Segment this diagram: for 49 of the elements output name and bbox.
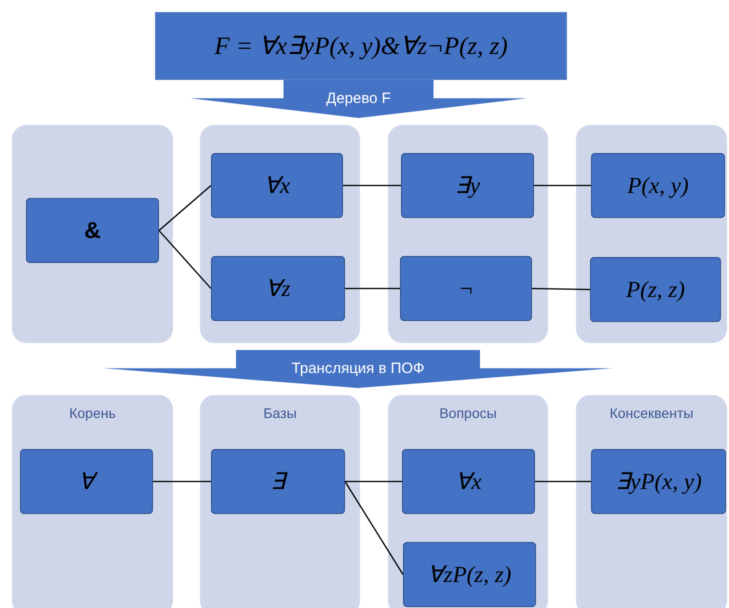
node-label: ∀x	[455, 468, 482, 495]
connector-line	[158, 185, 212, 231]
connector-line	[534, 184, 591, 186]
node-box	[400, 256, 532, 321]
banner-label: Дерево F	[325, 90, 392, 108]
node-box	[211, 449, 345, 514]
node-label: &	[84, 217, 101, 244]
group-panel	[12, 395, 173, 608]
group-panel	[388, 395, 548, 608]
connector-line	[345, 480, 402, 482]
panel-heading: Корень	[68, 405, 117, 421]
connector-line	[532, 288, 590, 290]
node-label: P(x, y)	[627, 172, 689, 198]
node-box	[211, 153, 343, 218]
banner-label: Трансляция в ПОФ	[290, 360, 426, 378]
node-label: ∃y	[454, 172, 480, 199]
node-label: ∀z	[266, 275, 290, 302]
group-panel	[576, 125, 727, 343]
node-box	[590, 257, 721, 322]
formula-box	[155, 12, 567, 80]
connector-line	[344, 481, 404, 575]
node-box	[403, 542, 536, 607]
connector-line	[343, 184, 401, 186]
node-label: ¬	[458, 276, 474, 302]
node-box	[20, 449, 153, 514]
node-label: ∃	[270, 468, 286, 495]
group-panel	[200, 395, 360, 608]
node-box	[401, 153, 534, 218]
group-panel	[200, 125, 360, 343]
node-box	[211, 256, 345, 321]
connector-line	[535, 480, 591, 482]
node-box	[26, 198, 159, 263]
formula-text: F = ∀x∃yP(x, y)&∀z¬P(z, z)	[214, 32, 508, 61]
panel-heading: Вопросы	[438, 405, 498, 421]
node-box	[402, 449, 535, 514]
node-label: P(z, z)	[626, 276, 685, 302]
group-panel	[388, 125, 548, 343]
node-label: ∀zP(z, z)	[428, 561, 512, 588]
connector-line	[345, 288, 400, 290]
panel-heading: Базы	[262, 405, 298, 421]
group-panel	[12, 125, 173, 343]
group-panel	[576, 395, 727, 608]
node-box	[591, 449, 726, 514]
node-label: ∀x	[264, 172, 290, 199]
node-box	[591, 153, 725, 218]
connector-line	[153, 480, 211, 482]
connector-line	[158, 230, 212, 289]
node-label: ∃yP(x, y)	[615, 468, 702, 495]
panel-heading: Консеквенты	[608, 405, 694, 421]
